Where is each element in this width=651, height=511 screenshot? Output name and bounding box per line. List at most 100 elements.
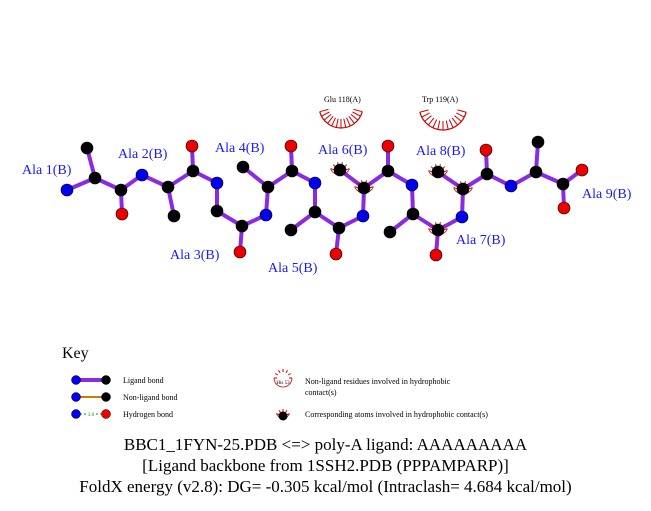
carbon-atom (456, 182, 470, 196)
carbon-atom (431, 223, 445, 237)
carbon-atom (161, 180, 175, 194)
oxygen-atom (479, 143, 493, 157)
atom-sample (278, 411, 288, 421)
hydrophobic-arc-spoke (419, 109, 429, 113)
hydrophobic-arc-spoke (327, 116, 334, 124)
carbon-atom (210, 204, 224, 218)
hydrophobic-arc-spoke (350, 113, 359, 121)
residue-label-ala5: Ala 5(B) (268, 261, 318, 276)
ligplot-diagram: Ala 1(B) Ala 2(B) Ala 3(B) Ala 4(B) Ala 5(B)… (22, 95, 632, 421)
hydrophobic-atom-sample (276, 409, 290, 421)
carbon-atom (383, 225, 397, 239)
hydrophobic-arc-spoke (274, 373, 279, 376)
hydrophobic-arc-spoke (445, 120, 449, 130)
hydrophobic-arc-spoke (319, 108, 329, 113)
atom-sample (71, 392, 81, 402)
atom-sample (101, 392, 111, 402)
carbon-atom (381, 164, 395, 178)
hydrophobic-arc-spoke (278, 409, 282, 414)
hydrophobic-arc-spoke (432, 119, 438, 128)
oxygen-atom (115, 207, 129, 221)
key-legend: Key Ligand bond Non-ligand bond 3.0 Hydr… (62, 345, 488, 421)
oxygen-atom (575, 163, 589, 177)
nitrogen-atom (210, 176, 224, 190)
nitrogen-atom (135, 168, 149, 182)
nitrogen-atom (455, 210, 469, 224)
ligand-atoms (60, 135, 589, 262)
key-hydrophobic-atoms-label: Corresponding atoms involved in hydropho… (305, 410, 488, 419)
carbon-atom (80, 141, 94, 155)
oxygen-atom (233, 245, 247, 259)
carbon-atom (114, 183, 128, 197)
oxygen-atom (557, 201, 571, 215)
residue-label-ala1: Ala 1(B) (22, 163, 72, 178)
hydrophobic-arc-spoke (437, 120, 441, 130)
caption-line-2: [Ligand backbone from 1SSH2.PDB (PPPAMPA… (142, 456, 509, 475)
hydrophobic-arc-spoke (352, 111, 361, 117)
carbon-atom (284, 223, 298, 237)
carbon-atom (357, 181, 371, 195)
hydrophobic-arc (273, 377, 293, 388)
hydrophobic-arc-spoke (343, 118, 347, 128)
atom-sample (71, 409, 81, 419)
carbon-atom (529, 165, 543, 179)
nitrogen-atom (259, 208, 273, 222)
caption-line-3: FoldX energy (v2.8): DG= -0.305 kcal/mol… (79, 477, 572, 496)
hbond-distance: 3.0 (88, 413, 95, 418)
nitrogen-atom (356, 209, 370, 223)
caption-line-1: BBC1_1FYN-25.PDB <=> poly-A ligand: AAAA… (123, 435, 528, 454)
key-hydrogen-bond-label: Hydrogen bond (123, 410, 173, 419)
residue-label-ala4: Ala 4(B) (215, 141, 265, 156)
hydrophobic-arc-spoke (353, 108, 363, 113)
key-example-residue-label: His 53 (276, 381, 290, 386)
carbon-atom (333, 163, 347, 177)
hydrophobic-arc-sample (273, 369, 293, 388)
hydrophobic-arc-spoke (456, 112, 465, 118)
carbon-atom (167, 209, 181, 223)
hydrophobic-arc-spoke (457, 109, 467, 113)
carbon-atom (332, 221, 346, 235)
oxygen-atom (429, 248, 443, 262)
key-non-ligand-bond-label: Non-ligand bond (123, 393, 177, 402)
key-ligand-bond-label: Ligand bond (123, 376, 164, 385)
oxygen-atom (381, 139, 395, 153)
hydrophobic-arc-spoke (448, 119, 454, 128)
nitrogen-atom (405, 178, 419, 192)
residue-label-ala8: Ala 8(B) (416, 144, 466, 159)
residue-label-ala9: Ala 9(B) (582, 187, 632, 202)
residue-label-ala7: Ala 7(B) (456, 233, 506, 248)
nitrogen-atom (504, 179, 518, 193)
hydrophobic-arc-spoke (331, 117, 336, 127)
carbon-atom (88, 171, 102, 185)
hydrophobic-arc-spoke (427, 117, 435, 126)
hydrophobic-arc-spoke (454, 115, 462, 122)
hydrophobic-arc-spoke (278, 369, 281, 374)
hydrophobic-arc-spoke (346, 117, 351, 127)
hydrophobic-arc-spoke (421, 112, 430, 118)
hydrophobic-arc-spoke (284, 409, 288, 414)
carbon-atom (431, 165, 445, 179)
key-title: Key (62, 345, 89, 362)
hydrophobic-arc-spoke (335, 118, 339, 128)
carbon-atom (406, 207, 420, 221)
carbon-atom (236, 160, 250, 174)
key-hydrophobic-residues-label: Non-ligand residues involved in hydropho… (305, 377, 451, 386)
nitrogen-atom (60, 183, 74, 197)
atom-sample (71, 375, 81, 385)
carbon-atom (308, 205, 322, 219)
residue-label-ala3: Ala 3(B) (170, 248, 220, 263)
oxygen-atom (329, 247, 343, 261)
hydrophobic-residue-label: Glu 118(A) (324, 95, 361, 104)
carbon-atom (556, 177, 570, 191)
carbon-atom (285, 164, 299, 178)
residue-label-ala2: Ala 2(B) (118, 147, 168, 162)
hydrophobic-arc-spoke (323, 113, 332, 121)
hydrophobic-arc-spoke (321, 111, 330, 117)
hydrophobic-arc-spoke (285, 369, 288, 374)
carbon-atom (261, 180, 275, 194)
nitrogen-atom (308, 176, 322, 190)
atom-sample (101, 375, 111, 385)
hydrophobic-arc-spoke (287, 373, 292, 376)
oxygen-atom (185, 139, 199, 153)
key-hydrophobic-residues-label-2: contact(s) (305, 388, 337, 397)
